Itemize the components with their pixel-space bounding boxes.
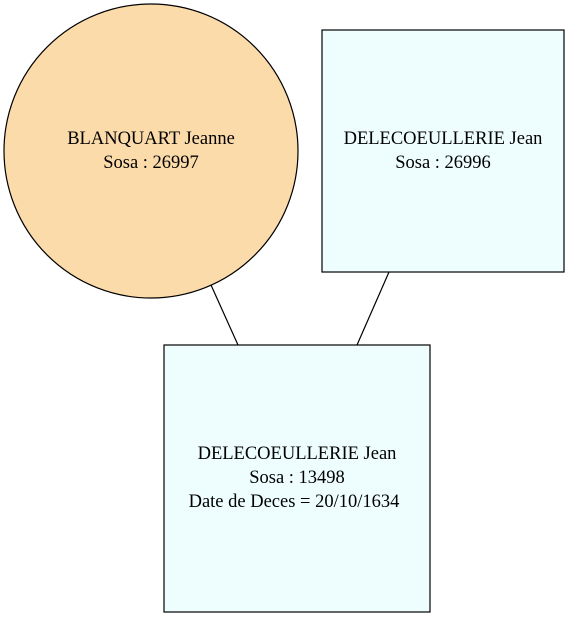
node-child-shape — [163, 344, 431, 613]
node-child-death: Date de Deces = 20/10/1634 — [189, 492, 400, 512]
node-mother-name: BLANQUART Jeanne — [67, 129, 235, 149]
node-father-sosa: Sosa : 26996 — [395, 153, 491, 173]
edge-mother-child — [210, 284, 239, 346]
node-father[interactable]: DELECOEULLERIE Jean Sosa : 26996 — [321, 29, 565, 273]
node-father-shape — [321, 29, 565, 273]
node-father-name: DELECOEULLERIE Jean — [344, 129, 543, 149]
node-mother[interactable]: BLANQUART Jeanne Sosa : 26997 — [3, 3, 299, 299]
edge-father-child — [356, 271, 390, 346]
node-child[interactable]: DELECOEULLERIE Jean Sosa : 13498 Date de… — [163, 344, 431, 613]
node-mother-sosa: Sosa : 26997 — [103, 153, 199, 173]
node-child-name: DELECOEULLERIE Jean — [198, 444, 397, 464]
node-child-sosa: Sosa : 13498 — [249, 468, 345, 488]
node-mother-shape — [3, 3, 299, 299]
